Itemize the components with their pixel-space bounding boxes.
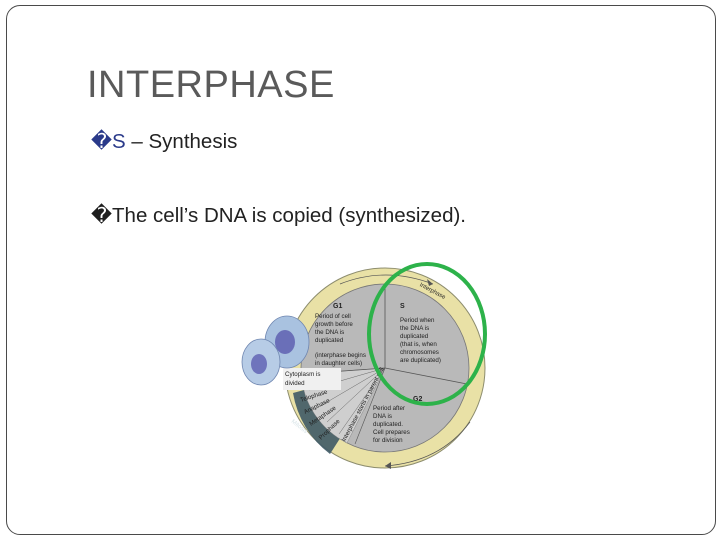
- g1-line: duplicated: [315, 337, 344, 344]
- slide-title: INTERPHASE: [87, 64, 335, 106]
- g1-line: the DNA is: [315, 329, 344, 336]
- g2-line: for division: [373, 437, 403, 444]
- divider-pro: [354, 367, 386, 445]
- ring-arrow-top: [339, 274, 434, 285]
- bullet-text: – Synthesis: [125, 130, 238, 153]
- g2-line: Period after: [373, 405, 405, 412]
- bullet-marker: �: [91, 130, 113, 153]
- cytoplasm-line: Cytoplasm is: [285, 371, 320, 378]
- arrow-head-top: [427, 279, 433, 286]
- bullet-s-synthesis: �S – Synthesis: [91, 129, 237, 154]
- bullet-marker: �: [91, 204, 113, 227]
- g1-heading: G1: [333, 303, 342, 310]
- g1-line: (interphase begins: [315, 352, 366, 359]
- daughter-nucleus: [251, 354, 267, 374]
- s-line: (that is, when: [400, 341, 437, 348]
- bullet-text: The cell’s DNA is copied (synthesized).: [112, 204, 466, 227]
- s-phase-highlight: [367, 262, 487, 406]
- divider-telo: [316, 367, 386, 409]
- g2-line: duplicated.: [373, 421, 403, 428]
- s-line: duplicated: [400, 333, 429, 340]
- bullet-lead: S: [112, 130, 126, 153]
- g1-line: in daughter cells): [315, 360, 362, 367]
- parent-nucleus: [275, 330, 295, 354]
- arrow-head-bottom: [385, 462, 391, 469]
- bullet-dna-copied: �The cell’s DNA is copied (synthesized).: [91, 203, 466, 228]
- cytoplasm-line: divided: [285, 380, 305, 387]
- s-line: are duplicated): [400, 357, 441, 364]
- g2-line: DNA is: [373, 413, 392, 420]
- cytoplasm-label-bg: [283, 368, 341, 390]
- g1-line: Period of cell: [315, 313, 351, 320]
- s-line: the DNA is: [400, 325, 429, 332]
- divider-ana: [326, 367, 386, 423]
- divider-meta: [338, 367, 386, 435]
- cell-cycle-svg: Interphase G1 Period of cell growth befo…: [241, 262, 487, 469]
- ring-arrow-bottom: [384, 421, 471, 467]
- s-heading: S: [400, 303, 405, 310]
- s-line: Period when: [400, 317, 435, 324]
- cell-cycle-diagram: Interphase G1 Period of cell growth befo…: [235, 262, 505, 474]
- g2-heading: G2: [413, 396, 422, 403]
- divider-s-g2: [384, 367, 468, 385]
- g1-line: growth before: [315, 321, 353, 328]
- g2-line: Cell prepares: [373, 429, 410, 436]
- s-line: chromosomes: [400, 349, 439, 356]
